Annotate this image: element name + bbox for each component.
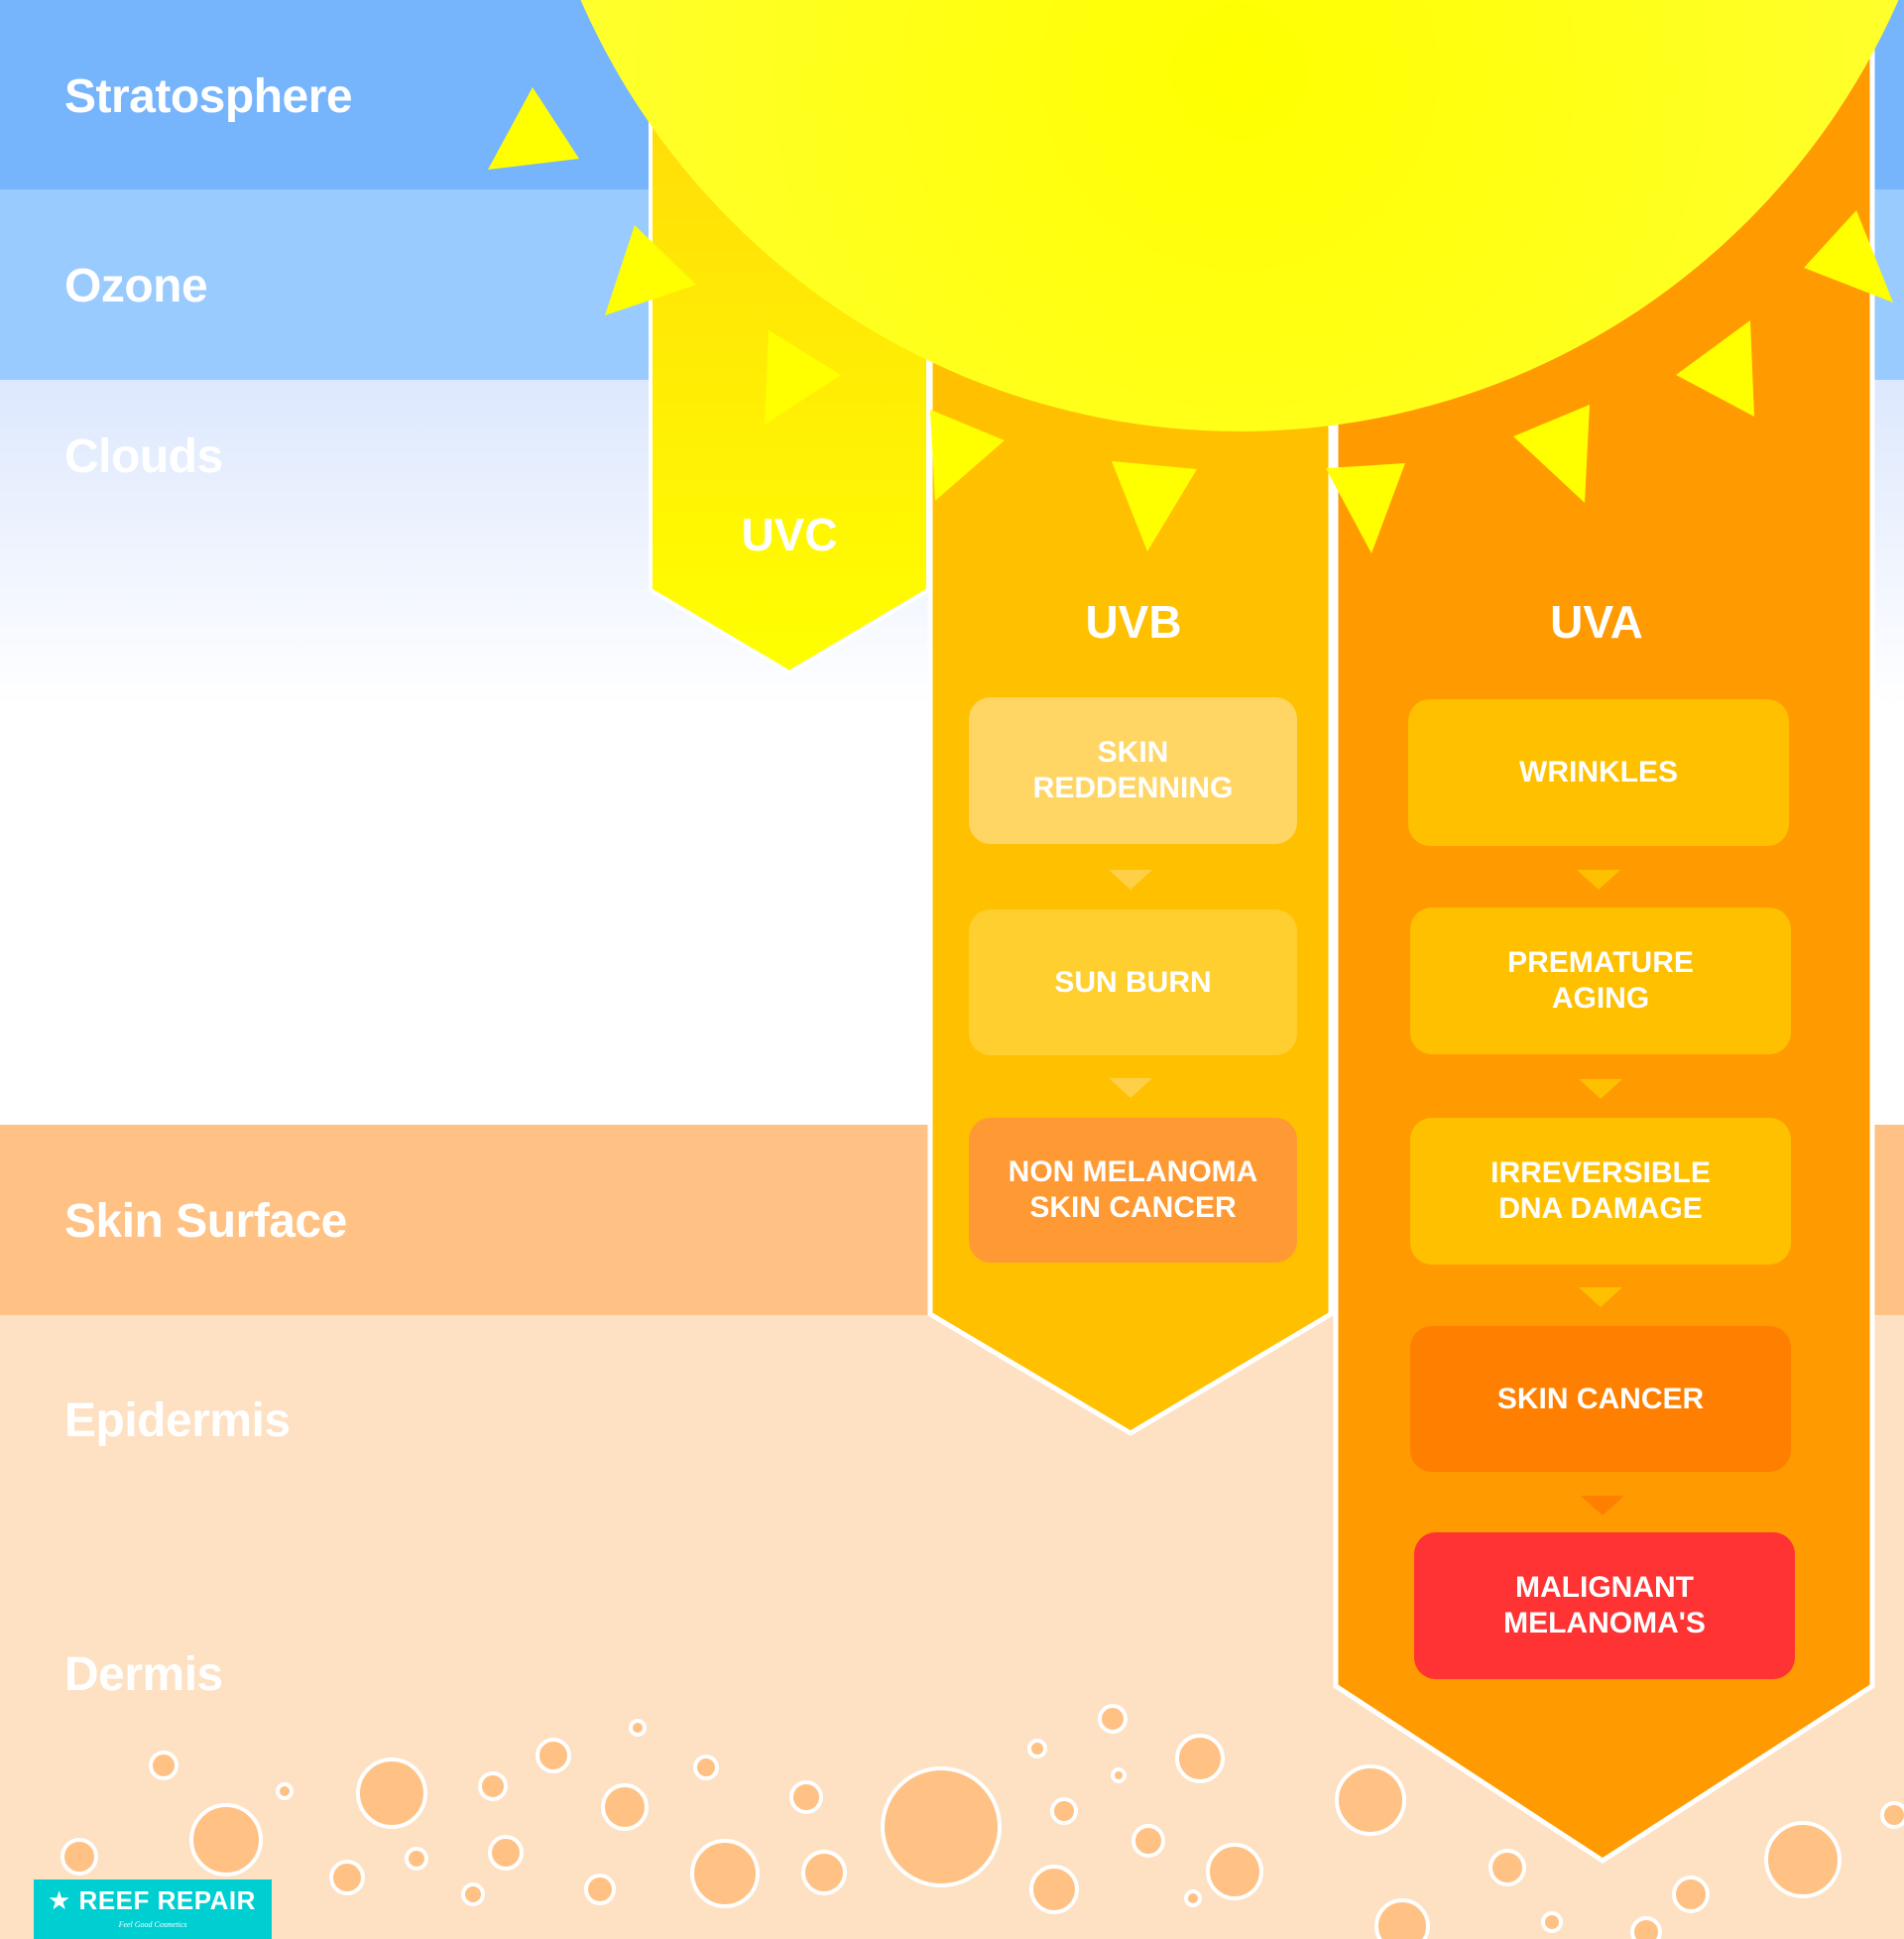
logo-tagline: Feel Good Cosmetics — [118, 1920, 187, 1929]
uva-flow-arrow-1 — [1577, 870, 1620, 890]
uva-effect-irreversible-dna-damage: IRREVERSIBLE DNA DAMAGE — [1410, 1118, 1791, 1265]
uvb-flow-arrow-1 — [1109, 870, 1152, 890]
starfish-icon: ★ — [48, 1885, 71, 1915]
logo-brand: ★ REEF REPAIR — [48, 1885, 256, 1916]
uva-flow-arrow-2 — [1579, 1079, 1622, 1099]
sun — [580, 0, 1899, 431]
uvb-flow-arrow-2 — [1109, 1078, 1152, 1098]
uvb-effect-skin-reddening: SKIN REDDENNING — [969, 697, 1297, 844]
uva-flow-arrow-3 — [1579, 1287, 1622, 1307]
uva-flow-arrow-4 — [1581, 1496, 1624, 1515]
uva-effect-premature-aging: PREMATURE AGING — [1410, 908, 1791, 1054]
ozone-label: Ozone — [64, 260, 208, 312]
reef-repair-logo: ★ REEF REPAIR Feel Good Cosmetics — [34, 1879, 272, 1939]
dermis-label: Dermis — [64, 1648, 223, 1701]
stratosphere-label: Stratosphere — [64, 70, 353, 123]
sun-rays — [488, 87, 1893, 553]
uva-effect-skin-cancer: SKIN CANCER — [1410, 1326, 1791, 1472]
uvb-effect-sun-burn: SUN BURN — [969, 909, 1297, 1055]
uva-label: UVA — [1550, 596, 1643, 648]
uvb-label: UVB — [1085, 596, 1182, 648]
skin-surface-label: Skin Surface — [64, 1195, 347, 1248]
clouds-label: Clouds — [64, 430, 223, 483]
uvc-label: UVC — [741, 509, 838, 560]
epidermis-label: Epidermis — [64, 1394, 291, 1447]
skin-cells — [60, 1704, 1904, 1939]
logo-brand-text: REEF REPAIR — [78, 1885, 256, 1915]
uvb-effect-non-melanoma-skin-cancer: NON MELANOMA SKIN CANCER — [969, 1118, 1297, 1263]
uva-effect-wrinkles: WRINKLES — [1408, 699, 1789, 846]
uva-effect-malignant-melanomas: MALIGNANT MELANOMA'S — [1414, 1532, 1795, 1679]
